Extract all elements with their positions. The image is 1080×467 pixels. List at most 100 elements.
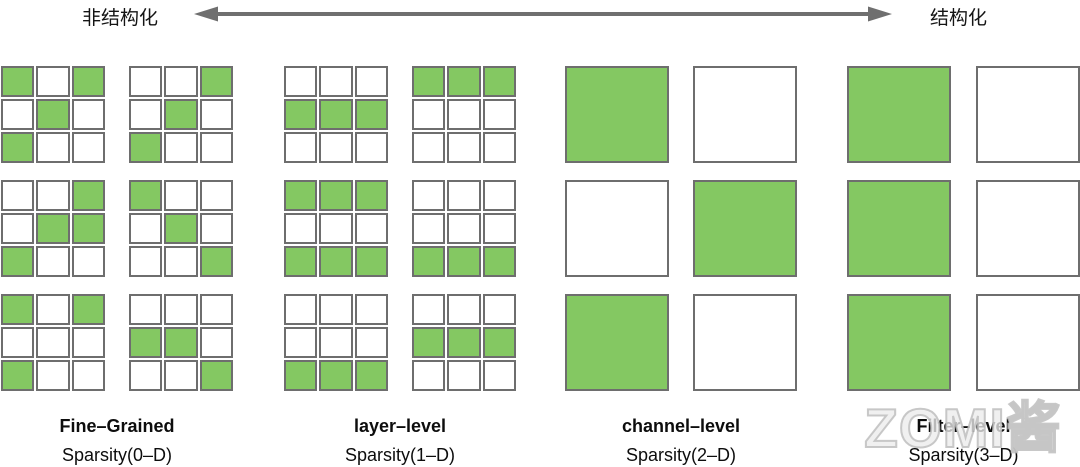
sparsity-block <box>976 180 1080 277</box>
pruned-cell <box>71 180 105 211</box>
pruned-cell <box>482 246 516 277</box>
group-title: Fine–Grained <box>59 416 175 436</box>
pruned-cell <box>482 327 516 358</box>
kept-cell <box>36 66 70 97</box>
matrix-rows <box>565 66 797 391</box>
kept-cell <box>164 180 198 211</box>
kept-cell <box>482 180 516 211</box>
pruned-cell <box>412 66 446 97</box>
kept-cell <box>482 99 516 130</box>
pruned-cell <box>354 99 388 130</box>
group-title: channel–level <box>621 416 741 436</box>
kept-cell <box>319 132 353 163</box>
matrix-row <box>565 294 797 391</box>
kept-cell <box>199 180 233 211</box>
pruned-cell <box>36 213 70 244</box>
kept-cell <box>71 327 105 358</box>
pruned-cell <box>319 360 353 391</box>
kept-cell <box>36 327 70 358</box>
kept-cell <box>354 327 388 358</box>
matrix-row <box>847 66 1080 163</box>
sparsity-grid <box>129 66 233 163</box>
kept-cell <box>36 360 70 391</box>
kept-cell <box>412 180 446 211</box>
kept-cell <box>354 213 388 244</box>
kept-cell <box>129 246 163 277</box>
kept-cell <box>129 294 163 325</box>
pruned-cell <box>1 294 35 325</box>
double-headed-arrow <box>194 6 892 22</box>
matrix-row <box>847 180 1080 277</box>
sparsity-grid <box>1 66 105 163</box>
kept-cell <box>36 132 70 163</box>
matrix-row <box>847 294 1080 391</box>
kept-cell <box>284 132 318 163</box>
kept-cell <box>36 294 70 325</box>
kept-cell <box>447 360 481 391</box>
pruned-cell <box>129 180 163 211</box>
pruned-cell <box>164 327 198 358</box>
kept-cell <box>412 213 446 244</box>
kept-cell <box>319 213 353 244</box>
group-title: Filter–level <box>916 416 1011 436</box>
kept-cell <box>354 132 388 163</box>
kept-cell <box>319 294 353 325</box>
sparsity-grid <box>129 294 233 391</box>
sparsity-block <box>565 180 669 277</box>
kept-cell <box>164 66 198 97</box>
kept-cell <box>284 213 318 244</box>
pruned-cell <box>319 246 353 277</box>
sparsity-grid <box>1 180 105 277</box>
kept-cell <box>319 327 353 358</box>
pruned-cell <box>164 99 198 130</box>
group-label: Filter–level Sparsity(3–D) <box>847 412 1080 467</box>
kept-cell <box>164 246 198 277</box>
sparsity-grid <box>412 66 516 163</box>
sparsity-grid <box>284 294 388 391</box>
pruned-cell <box>199 246 233 277</box>
sparsity-grid <box>284 180 388 277</box>
group-subtitle: Sparsity(3–D) <box>908 445 1019 465</box>
kept-cell <box>482 360 516 391</box>
sparsity-grid <box>412 294 516 391</box>
group-subtitle: Sparsity(2–D) <box>625 445 737 465</box>
kept-cell <box>199 327 233 358</box>
kept-cell <box>447 132 481 163</box>
pruned-cell <box>354 246 388 277</box>
sparsity-grid <box>129 180 233 277</box>
kept-cell <box>129 99 163 130</box>
kept-cell <box>447 294 481 325</box>
matrix-rows <box>1 66 233 391</box>
kept-cell <box>129 360 163 391</box>
kept-cell <box>1 213 35 244</box>
pruned-cell <box>1 360 35 391</box>
pruned-cell <box>412 246 446 277</box>
group-label: layer–level Sparsity(1–D) <box>284 412 516 467</box>
kept-cell <box>199 294 233 325</box>
pruned-cell <box>129 327 163 358</box>
pruned-cell <box>71 294 105 325</box>
sparsity-block <box>976 294 1080 391</box>
pruned-cell <box>284 246 318 277</box>
group-label: Fine–Grained Sparsity(0–D) <box>1 412 233 467</box>
kept-cell <box>36 180 70 211</box>
group-subtitle: Sparsity(1–D) <box>344 445 456 465</box>
sparsity-block <box>693 66 797 163</box>
kept-cell <box>284 327 318 358</box>
sparsity-block <box>693 180 797 277</box>
kept-cell <box>412 360 446 391</box>
pruned-cell <box>284 360 318 391</box>
pruned-cell <box>1 246 35 277</box>
kept-cell <box>1 99 35 130</box>
kept-cell <box>164 294 198 325</box>
kept-cell <box>284 66 318 97</box>
kept-cell <box>129 213 163 244</box>
matrix-rows <box>847 66 1080 391</box>
matrix-row <box>284 180 516 277</box>
kept-cell <box>284 294 318 325</box>
group-layer-level: layer–level Sparsity(1–D) <box>284 66 516 467</box>
pruned-cell <box>284 180 318 211</box>
matrix-row <box>565 180 797 277</box>
matrix-row <box>1 294 233 391</box>
